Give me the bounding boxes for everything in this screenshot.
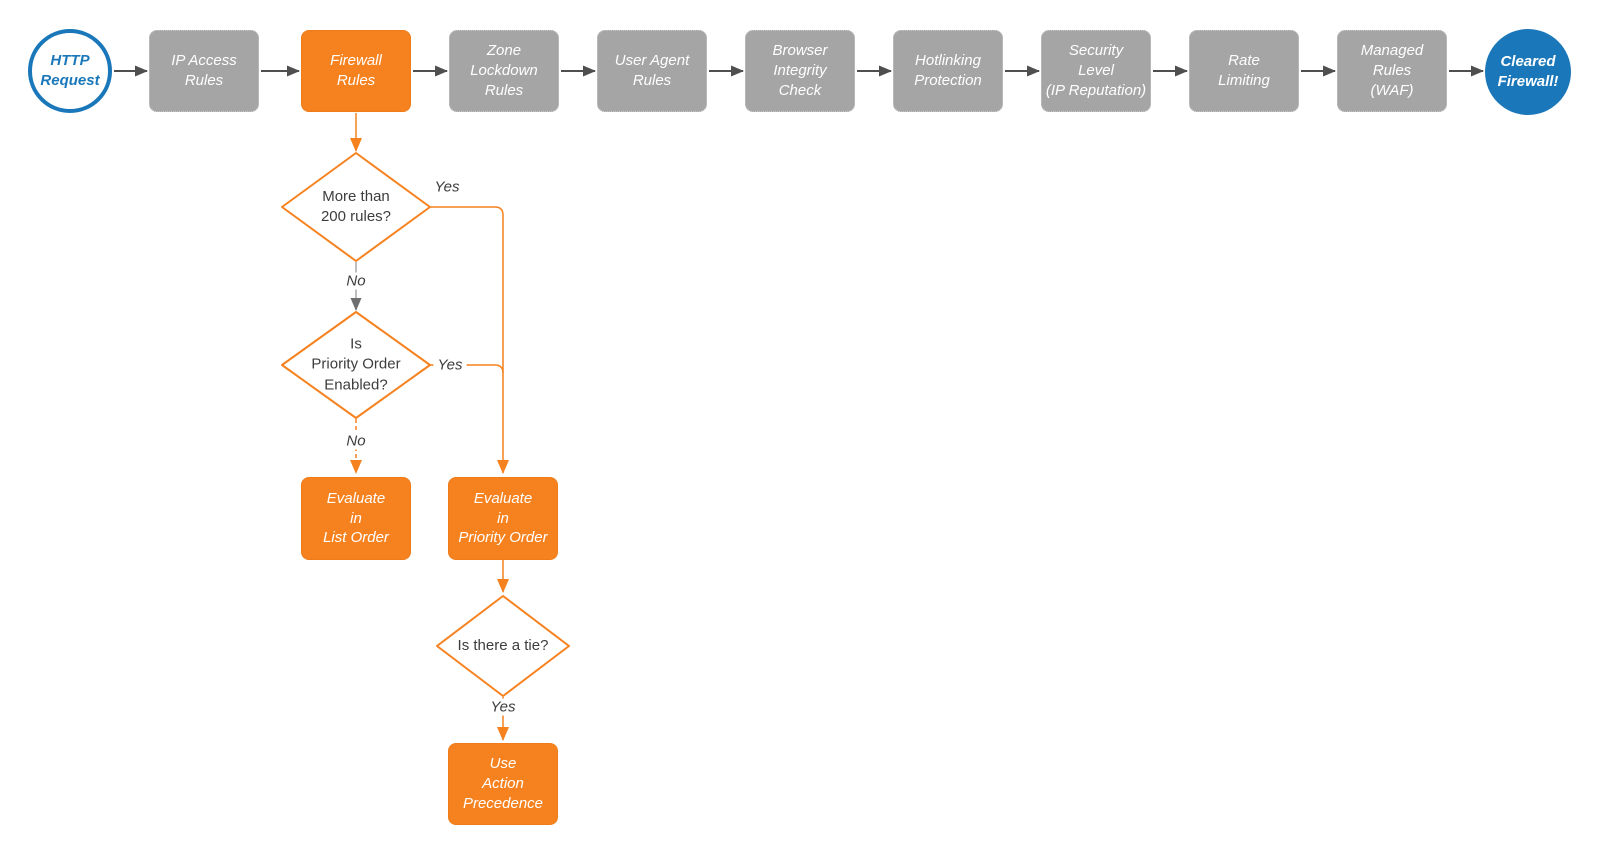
node-evaluate-in-priority-order-label: Evaluate in Priority Order (458, 489, 548, 547)
node-cleared-firewall-label: Cleared Firewall! (1497, 53, 1559, 90)
branch-label-no-1: No (342, 272, 370, 290)
node-use-action-precedence: Use Action Precedence (448, 743, 558, 825)
branch-label-yes-1: Yes (430, 178, 464, 196)
pipeline-step-label: Security Level (IP Reputation) (1045, 42, 1147, 99)
branch-label-no-2: No (342, 432, 370, 450)
decision-tie-label: Is there a tie? (457, 636, 549, 654)
pipeline-step-label: Hotlinking Protection (914, 52, 982, 89)
node-evaluate-in-priority-order: Evaluate in Priority Order (448, 477, 558, 560)
node-evaluate-in-list-order-label: Evaluate in List Order (323, 489, 389, 547)
pipeline-step-label: IP Access Rules (171, 52, 237, 89)
pipeline-step-label: User Agent Rules (614, 52, 690, 89)
node-evaluate-in-list-order: Evaluate in List Order (301, 477, 411, 560)
pipeline-step-label: Managed Rules (WAF) (1360, 42, 1424, 99)
wire-decision1-yes-to-priority (430, 206, 509, 474)
pipeline-step-label: Browser Integrity Check (772, 42, 828, 99)
pipeline-step-label: Firewall Rules (330, 52, 382, 89)
pipeline-step-rate-limiting: Rate Limiting (1189, 30, 1299, 112)
node-http-request: HTTP Request (28, 29, 112, 113)
wire-decision2-yes-merge (430, 364, 504, 374)
decision-more-than-200-shape (281, 152, 431, 262)
node-http-request-label: HTTP Request (40, 52, 100, 89)
decision-priority-enabled-shape (281, 311, 431, 419)
pipeline-step-user-agent-rules: User Agent Rules (597, 30, 707, 112)
branch-label-yes-2: Yes (433, 356, 467, 374)
decision-priority-enabled-label: Is Priority Order Enabled? (311, 335, 401, 394)
pipeline-step-security-level: Security Level (IP Reputation) (1041, 30, 1151, 112)
pipeline-step-firewall-rules: Firewall Rules (301, 30, 411, 112)
node-cleared-firewall: Cleared Firewall! (1485, 29, 1571, 115)
pipeline-step-label: Rate Limiting (1218, 52, 1270, 89)
node-use-action-precedence-label: Use Action Precedence (462, 755, 544, 812)
decision-more-than-200-label: More than 200 rules? (320, 187, 392, 225)
pipeline-step-managed-rules-waf: Managed Rules (WAF) (1337, 30, 1447, 112)
pipeline-step-ip-access-rules: IP Access Rules (149, 30, 259, 112)
pipeline-step-browser-integrity-check: Browser Integrity Check (745, 30, 855, 112)
pipeline-step-hotlinking-protection: Hotlinking Protection (893, 30, 1003, 112)
decision-tie-shape (436, 595, 570, 697)
branch-label-yes-3: Yes (486, 698, 520, 716)
pipeline-step-zone-lockdown-rules: Zone Lockdown Rules (449, 30, 559, 112)
pipeline-step-label: Zone Lockdown Rules (470, 42, 538, 99)
